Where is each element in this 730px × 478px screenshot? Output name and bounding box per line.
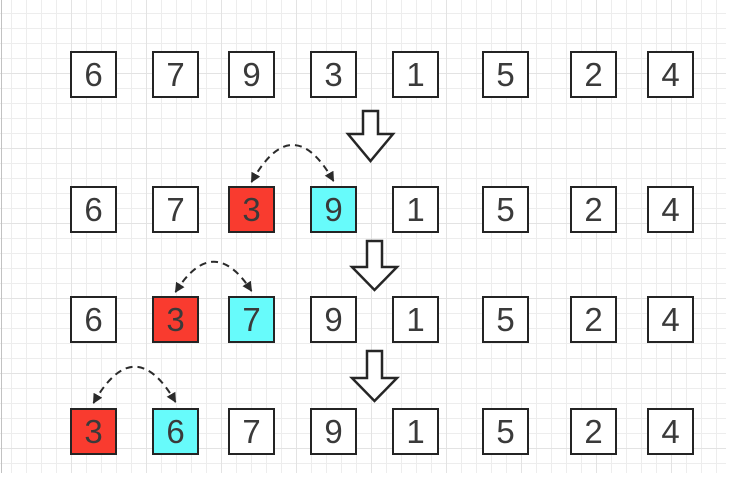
array-cell-swap-target: 6 xyxy=(152,408,199,455)
array-cell: 5 xyxy=(482,51,529,98)
array-cell-swap-source: 3 xyxy=(228,186,275,233)
array-cell-swap-target: 7 xyxy=(228,296,275,343)
array-cell: 9 xyxy=(228,51,275,98)
array-cell: 4 xyxy=(647,408,694,455)
array-cell: 6 xyxy=(70,51,117,98)
array-cell: 6 xyxy=(70,296,117,343)
array-cell: 7 xyxy=(152,186,199,233)
array-cell: 5 xyxy=(482,296,529,343)
array-cell: 5 xyxy=(482,408,529,455)
array-cell: 1 xyxy=(392,408,439,455)
array-cell: 4 xyxy=(647,186,694,233)
array-cell: 2 xyxy=(570,51,617,98)
array-cell: 1 xyxy=(392,51,439,98)
array-cell: 7 xyxy=(228,408,275,455)
array-cell: 2 xyxy=(570,408,617,455)
canvas-left-edge-line xyxy=(1,0,2,473)
array-cell-swap-source: 3 xyxy=(152,296,199,343)
array-cell-swap-source: 3 xyxy=(70,408,117,455)
array-cell: 2 xyxy=(570,296,617,343)
array-cell: 7 xyxy=(152,51,199,98)
array-cell: 4 xyxy=(647,51,694,98)
array-cell: 9 xyxy=(310,408,357,455)
array-cell: 1 xyxy=(392,296,439,343)
array-cell-swap-target: 9 xyxy=(310,186,357,233)
array-cell: 4 xyxy=(647,296,694,343)
array-cell: 3 xyxy=(310,51,357,98)
array-cell: 1 xyxy=(392,186,439,233)
array-cell: 9 xyxy=(310,296,357,343)
array-cell: 5 xyxy=(482,186,529,233)
array-cell: 6 xyxy=(70,186,117,233)
array-cell: 2 xyxy=(570,186,617,233)
